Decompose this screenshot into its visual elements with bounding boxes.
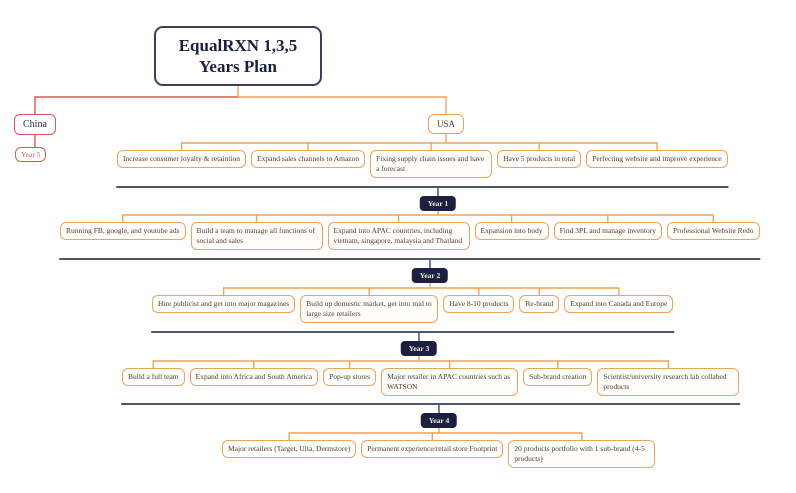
mindmap-node[interactable]: Expand into Africa and South America (189, 368, 319, 386)
usa-node[interactable]: USA (428, 114, 465, 134)
china-node[interactable]: China (14, 114, 56, 135)
mindmap-node[interactable]: Re-brand (519, 295, 560, 313)
mindmap-node[interactable]: Permanent experience/retail store Footpr… (361, 440, 504, 458)
mindmap-node[interactable]: Find 3PL and manage inventory (553, 222, 663, 240)
year-3-goals-row: Build a full team Expand into Africa and… (122, 368, 740, 396)
year-4-goals-row: Major retailers (Target, Ulta, Dermstore… (222, 440, 656, 468)
mindmap-node[interactable]: Perfecting website and improve experienc… (586, 150, 728, 168)
year-1-badge[interactable]: Year 1 (419, 196, 457, 211)
mindmap-node[interactable]: Professional Website Redo (667, 222, 760, 240)
mindmap-node[interactable]: Major retailers (Target, Ulta, Dermstore… (222, 440, 357, 458)
mindmap-node[interactable]: Increase consumer loyalty & retaintion (117, 150, 247, 168)
mindmap-node[interactable]: Expand sales channels to Amazon (251, 150, 366, 168)
mindmap-node[interactable]: Expansion into body (474, 222, 549, 240)
mindmap-node[interactable]: Build a full team (122, 368, 185, 386)
year-5-node[interactable]: Year 5 (15, 147, 47, 162)
mindmap-node[interactable]: Build up domestic market, get into mid t… (300, 295, 439, 323)
year-4-badge[interactable]: Year 4 (420, 413, 458, 428)
year-2-badge[interactable]: Year 2 (411, 268, 449, 283)
year-3-badge[interactable]: Year 3 (400, 341, 438, 356)
mindmap-node[interactable]: Build a team to manage all functions of … (190, 222, 323, 250)
mindmap-node[interactable]: Expand into Canada and Europe (564, 295, 674, 313)
usa-goals-row: Increase consumer loyalty & retaintion E… (117, 150, 728, 178)
year-1-goals-row: Running FB, google, and youtube ads Buil… (60, 222, 760, 250)
mindmap-node[interactable]: Sub-brand creation (523, 368, 593, 386)
mindmap-node[interactable]: Scientist/university research lab collab… (597, 368, 740, 396)
mindmap-node[interactable]: Have 5 products in total (497, 150, 582, 168)
mindmap-node[interactable]: Fixing supply chain issues and have a fo… (370, 150, 493, 178)
mindmap-node[interactable]: 20 products portfolio with 1 sub-brand (… (508, 440, 656, 468)
root-node[interactable]: EqualRXN 1,3,5 Years Plan (154, 26, 322, 86)
mindmap-node[interactable]: Running FB, google, and youtube ads (60, 222, 186, 240)
mindmap-node[interactable]: Hire publicist and get into major magazi… (152, 295, 296, 313)
mindmap-node[interactable]: Expand into APAC countries, including vi… (327, 222, 470, 250)
mindmap-node[interactable]: Pop-up stores (323, 368, 377, 386)
mindmap-node[interactable]: Major retailer in APAC countries such as… (381, 368, 519, 396)
year-2-goals-row: Hire publicist and get into major magazi… (152, 295, 674, 323)
mindmap-node[interactable]: Have 8-10 products (443, 295, 515, 313)
